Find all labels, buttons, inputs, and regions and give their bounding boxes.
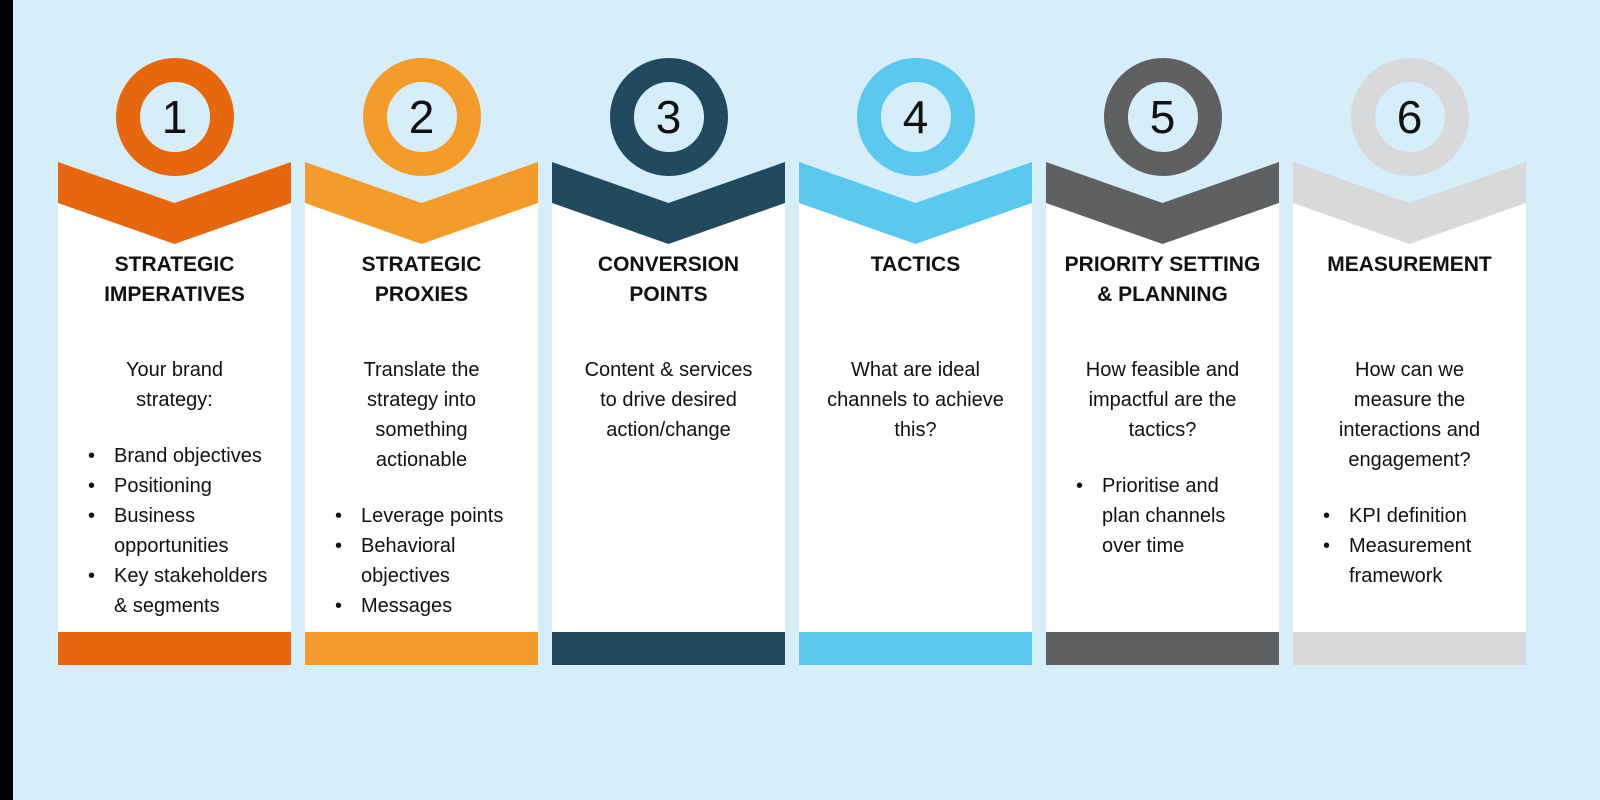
step-number-circle: 3: [609, 58, 728, 176]
step-title: STRATEGIC IMPERATIVES: [104, 253, 245, 306]
step-column: 6 MEASUREMENT How can we measure the int…: [1293, 58, 1526, 665]
step-intro: How feasible and impactful are the tacti…: [1085, 359, 1240, 441]
step-title: MEASUREMENT: [1327, 253, 1492, 276]
step-footer-bar: [305, 632, 538, 665]
step-intro: What are ideal channels to achieve this?: [827, 359, 1004, 441]
chevron-down-icon: [58, 162, 291, 244]
step-number: 4: [902, 91, 929, 143]
step-number: 5: [1149, 91, 1176, 143]
step-bullets: KPI definitionMeasurement framework: [1307, 501, 1512, 591]
step-intro: Your brand strategy:: [125, 359, 224, 411]
step-number-circle: 5: [1103, 58, 1222, 176]
step-number-circle: 6: [1350, 58, 1469, 176]
step-title: STRATEGIC PROXIES: [361, 253, 482, 306]
step-bullets: Brand objectivesPositioningBusiness oppo…: [72, 441, 277, 621]
step-bullets: Leverage pointsBehavioral objectivesMess…: [319, 501, 524, 621]
step-title: PRIORITY SETTING & PLANNING: [1064, 253, 1261, 306]
step-footer-bar: [1046, 632, 1279, 665]
step-column: 2 STRATEGIC PROXIES Translate the strate…: [305, 58, 538, 665]
bullet-item: Behavioral objectives: [335, 531, 524, 591]
step-number: 1: [161, 91, 188, 143]
step-column: 1 STRATEGIC IMPERATIVES Your brand strat…: [58, 58, 291, 665]
bullet-item: Business opportunities: [88, 501, 277, 561]
step-title: TACTICS: [870, 253, 961, 276]
step-number-circle: 4: [856, 58, 975, 176]
chevron-down-icon: [305, 162, 538, 244]
bullet-item: Leverage points: [335, 501, 524, 531]
step-column: 4 TACTICS What are ideal channels to ach…: [799, 58, 1032, 665]
bullet-item: Messages: [335, 591, 524, 621]
step-number-circle: 2: [362, 58, 481, 176]
step-footer-bar: [1293, 632, 1526, 665]
step-number: 2: [408, 91, 435, 143]
bullet-item: KPI definition: [1323, 501, 1512, 531]
step-number: 3: [655, 91, 682, 143]
step-card: MEASUREMENT How can we measure the inter…: [1293, 162, 1526, 665]
bullet-item: Measurement framework: [1323, 531, 1512, 591]
bullet-item: Positioning: [88, 471, 277, 501]
step-card: PRIORITY SETTING & PLANNING How feasible…: [1046, 162, 1279, 665]
bullet-item: Prioritise and plan channels over time: [1076, 471, 1265, 561]
chevron-down-icon: [1046, 162, 1279, 244]
step-intro: Content & services to drive desired acti…: [584, 359, 753, 441]
step-title: CONVERSION POINTS: [597, 253, 740, 306]
step-card: STRATEGIC PROXIES Translate the strategy…: [305, 162, 538, 665]
step-number: 6: [1396, 91, 1423, 143]
step-footer-bar: [552, 632, 785, 665]
chevron-down-icon: [799, 162, 1032, 244]
step-card: STRATEGIC IMPERATIVES Your brand strateg…: [58, 162, 291, 665]
left-edge-bar: [0, 0, 13, 800]
bullet-item: Brand objectives: [88, 441, 277, 471]
step-card: CONVERSION POINTS Content & services to …: [552, 162, 785, 665]
step-card: TACTICS What are ideal channels to achie…: [799, 162, 1032, 665]
chevron-down-icon: [1293, 162, 1526, 244]
chevron-down-icon: [552, 162, 785, 244]
step-intro: How can we measure the interactions and …: [1338, 359, 1481, 471]
bullet-item: Key stakeholders & segments: [88, 561, 277, 621]
step-footer-bar: [58, 632, 291, 665]
step-intro: Translate the strategy into something ac…: [363, 359, 480, 471]
step-footer-bar: [799, 632, 1032, 665]
step-column: 3 CONVERSION POINTS Content & services t…: [552, 58, 785, 665]
step-column: 5 PRIORITY SETTING & PLANNING How feasib…: [1046, 58, 1279, 665]
step-number-circle: 1: [115, 58, 234, 176]
step-bullets: Prioritise and plan channels over time: [1060, 471, 1265, 561]
steps-row: 1 STRATEGIC IMPERATIVES Your brand strat…: [58, 58, 1526, 665]
